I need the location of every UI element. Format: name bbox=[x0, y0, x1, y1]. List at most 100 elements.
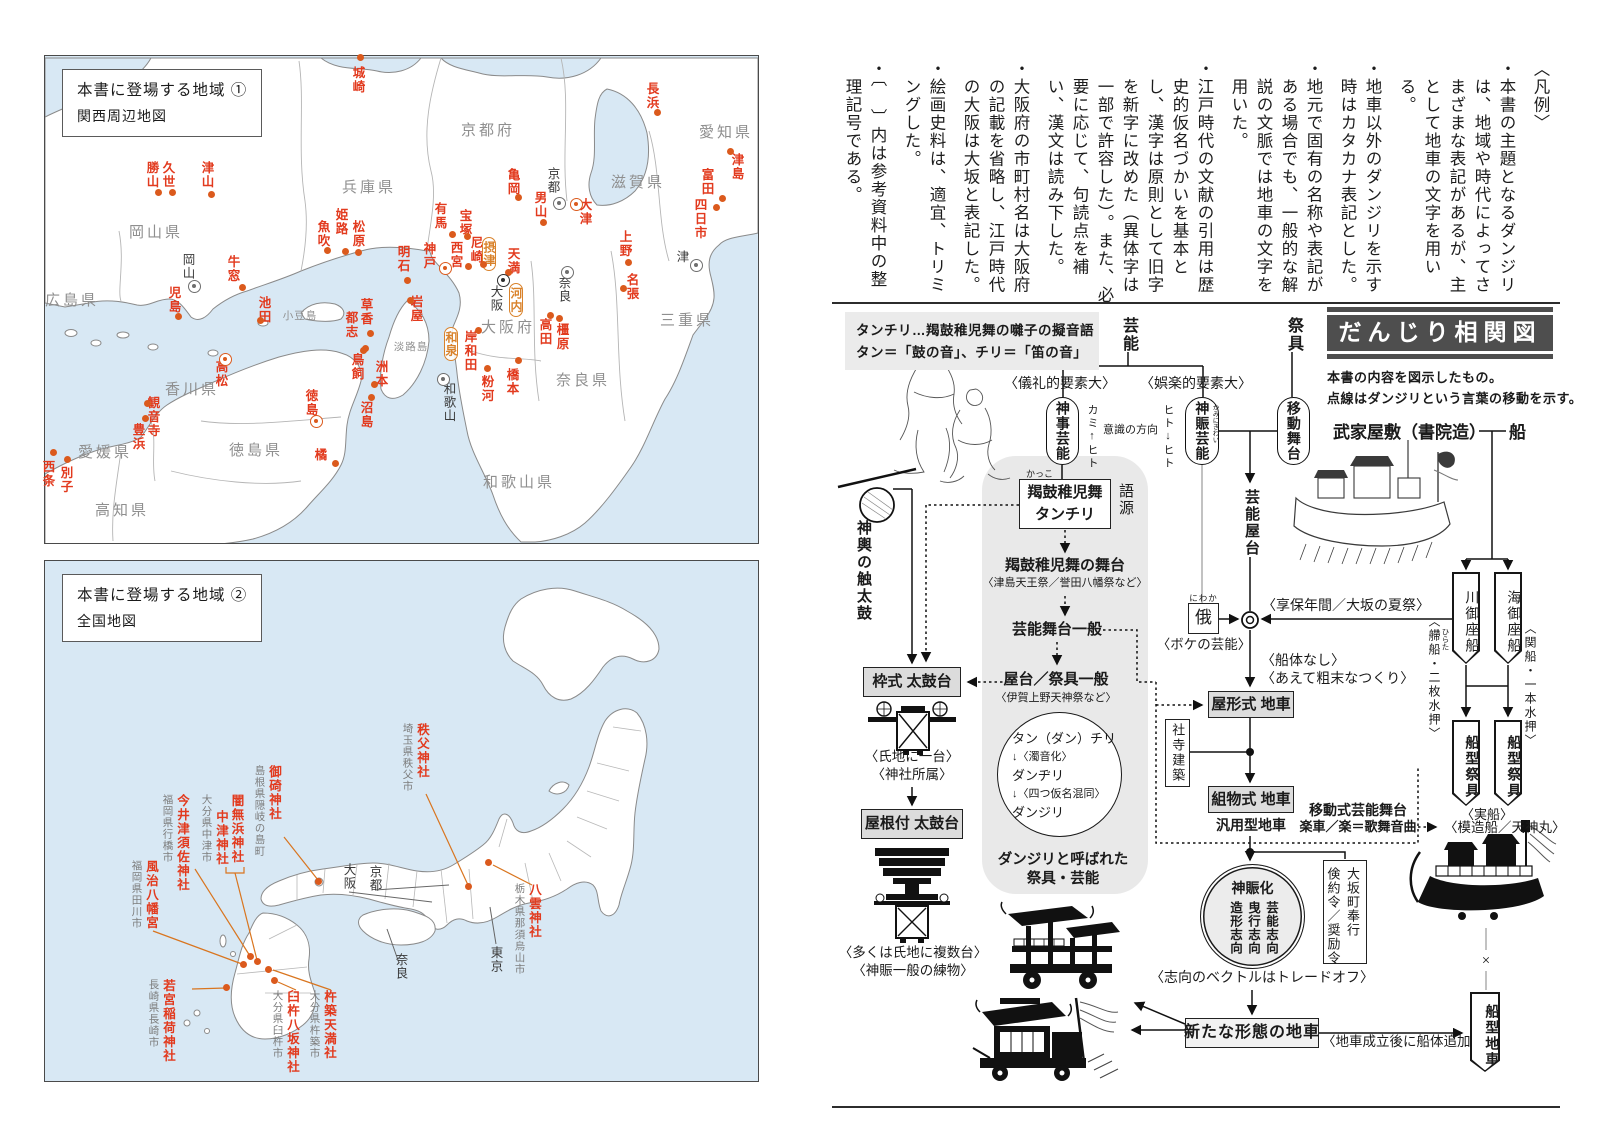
city-label: 久世 bbox=[160, 161, 175, 189]
gogen-label: 語源 bbox=[1117, 483, 1134, 517]
funagata-danjiri-banner: 船型地車 bbox=[1470, 992, 1500, 1072]
goraku-label: 〈娯楽的要素大〉 bbox=[1140, 377, 1252, 392]
kakko-butai-sub: 〈津島天王祭／誉田八幡祭など〉 bbox=[982, 577, 1148, 589]
funagata-saigu-banner-1: 船型祭具 bbox=[1452, 720, 1480, 806]
map-marker bbox=[154, 188, 162, 196]
map-marker bbox=[174, 312, 182, 320]
solid-connectors bbox=[893, 352, 1514, 1039]
city-label: 洲本 bbox=[373, 360, 388, 388]
kawa-gozabune-banner: 川御座船 bbox=[1452, 572, 1480, 664]
arata-box: 新たな形態の地車 bbox=[1184, 1018, 1319, 1048]
map-marker bbox=[403, 276, 411, 284]
kumimono-box: 組物式 地車 bbox=[1208, 786, 1294, 813]
map-marker bbox=[436, 372, 450, 386]
yatai-ippan-sub: 〈伊賀上野天神祭など〉 bbox=[995, 692, 1117, 704]
city-label: 高松 bbox=[213, 360, 228, 388]
geino-butai-label: 芸能舞台一般 bbox=[1011, 621, 1103, 638]
map1-title-line1: 本書に登場する地域 ① bbox=[77, 82, 248, 99]
legend-item: ・地車以外のダンジリを示す時はカタカナ表記とした。 bbox=[1338, 60, 1382, 294]
mikoshi-drum-illustration bbox=[837, 467, 917, 523]
city-label: 亀岡 bbox=[505, 168, 520, 196]
map-marker bbox=[619, 284, 627, 292]
shrine-marker bbox=[270, 976, 278, 984]
geino-yatai-label: 芸能屋台 bbox=[1243, 489, 1260, 557]
shrine-label: 闇無浜神社中津神社大分県中津市 bbox=[200, 794, 244, 866]
girei-label: 〈儀礼的要素大〉 bbox=[1004, 377, 1116, 392]
city-label: 京都 bbox=[367, 865, 382, 892]
city-label: 名張 bbox=[624, 273, 639, 301]
map-marker bbox=[483, 364, 491, 372]
hirata-label: 〈艜船・二枚水押〉ひらた bbox=[1427, 615, 1450, 741]
prefecture-label: 高知県 bbox=[94, 502, 150, 519]
map-marker bbox=[726, 147, 734, 155]
tradeoff-label: 〈志向のベクトルはトレードオフ〉 bbox=[1150, 971, 1374, 986]
city-label: 高田 bbox=[537, 318, 552, 346]
batsu-mark: × bbox=[1481, 953, 1491, 969]
prefecture-label: 三重県 bbox=[659, 312, 715, 329]
shrine-marker bbox=[264, 965, 272, 973]
junction-symbols bbox=[1241, 611, 1259, 856]
city-label: 明石 bbox=[395, 245, 410, 273]
shinka-circle: 神賑化芸能志向曳行志向造形志向 bbox=[1200, 864, 1305, 969]
sekibune-label: 〈関船・一本水押〉 bbox=[1523, 622, 1537, 748]
jissen-boat-illustration bbox=[1409, 820, 1557, 920]
map-marker bbox=[496, 273, 510, 287]
shrine-label: 杵築天満社大分県杵築市 bbox=[308, 990, 337, 1060]
funagata-saigu-banner-2: 船型祭具 bbox=[1494, 720, 1522, 806]
yakata-box: 屋形式 地車 bbox=[1208, 691, 1294, 718]
map-marker bbox=[514, 193, 522, 201]
city-label: 四日市 bbox=[692, 198, 707, 240]
map-marker bbox=[354, 248, 362, 256]
ishiki-label: 意識の方向 bbox=[1103, 424, 1158, 436]
buke-yashiki-label: 武家屋敷（書院造） bbox=[1333, 423, 1486, 442]
kansai-map-canvas bbox=[45, 57, 758, 543]
capital-label: 津 bbox=[674, 250, 689, 264]
prefecture-label: 香川県 bbox=[164, 381, 220, 398]
city-label: 天満 bbox=[505, 247, 520, 275]
prefecture-label: 和歌山県 bbox=[482, 474, 556, 491]
prefecture-label: 広島県 bbox=[44, 292, 100, 309]
shrine-marker bbox=[253, 957, 261, 965]
prefecture-label: 徳島県 bbox=[228, 442, 284, 459]
map-marker bbox=[341, 247, 349, 255]
city-label: 姫路 bbox=[333, 208, 348, 236]
legend-heading: 〈凡例〉 bbox=[1531, 60, 1550, 132]
gakusha-label: 楽車／楽＝歌舞音曲 bbox=[1299, 819, 1417, 834]
map-marker bbox=[63, 455, 71, 463]
jissen-label: 〈実船〉 bbox=[1460, 807, 1514, 822]
city-label: 西宮 bbox=[448, 241, 463, 269]
city-label: 城崎 bbox=[350, 66, 365, 94]
legend-block: 〈凡例〉・本書の主題となるダンジリは、地域や時代によってさまざまな表記があるが、… bbox=[843, 60, 1553, 306]
city-label: 徳島 bbox=[303, 389, 318, 417]
dotted-connectors bbox=[920, 504, 1438, 844]
kakko-ruby: かっこ bbox=[1026, 469, 1054, 479]
shrine-marker bbox=[314, 877, 322, 885]
boke-label: 〈ボケの芸能〉 bbox=[1156, 637, 1252, 652]
city-label: 粉河 bbox=[479, 375, 494, 403]
city-label: 有馬 bbox=[432, 202, 447, 230]
shrine-label: 八雲神社栃木県那須烏山市 bbox=[513, 883, 542, 975]
map-marker bbox=[569, 197, 583, 211]
city-label: 富田 bbox=[699, 168, 714, 196]
capital-label: 和歌山 bbox=[441, 382, 456, 423]
hito-hito-label: ヒト↓ヒト bbox=[1162, 404, 1174, 470]
niwaka-box: 俄にわか bbox=[1188, 593, 1219, 634]
shrine-label: 臼杵八坂神社大分県臼杵市 bbox=[271, 990, 300, 1074]
danjiri-called-label: ダンジリと呼ばれた祭具・芸能 bbox=[997, 852, 1129, 887]
prefecture-label: 愛知県 bbox=[698, 124, 754, 141]
old-province-label: 河内 bbox=[509, 283, 523, 317]
thin-connectors bbox=[1201, 465, 1487, 990]
ido-geino-label: 移動式芸能舞台 bbox=[1309, 802, 1407, 818]
yaneduki-taikodai-illustration bbox=[874, 848, 950, 943]
diagram-title: だんじり相関図 bbox=[1327, 307, 1553, 363]
map-marker bbox=[474, 326, 482, 334]
city-label: 松原 bbox=[350, 220, 365, 248]
ido-butai-oval: 移動舞台 bbox=[1277, 397, 1310, 465]
map-marker bbox=[624, 258, 632, 266]
saigu-label: 祭具 bbox=[1285, 317, 1302, 353]
map-marker bbox=[207, 190, 215, 198]
legend-item: ・大阪府の市町村名は大阪府の記載を省略し、江戸時代の大阪は大坂と表記した。 bbox=[961, 60, 1030, 294]
city-label: 豊浜 bbox=[130, 423, 145, 451]
top-rule bbox=[832, 302, 1560, 304]
